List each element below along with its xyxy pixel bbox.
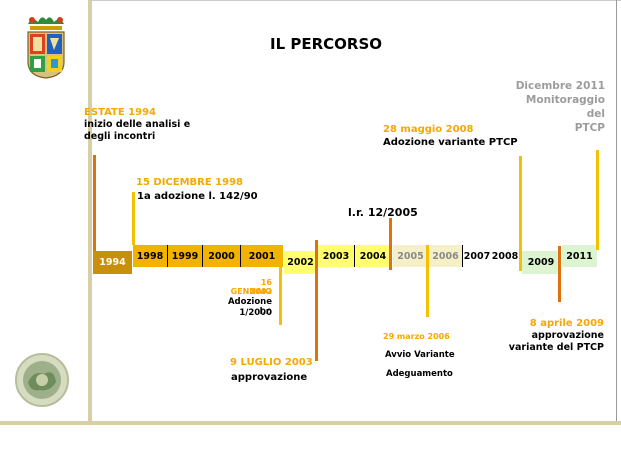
bottom-area	[0, 425, 621, 457]
year-cell-2003: 2003	[318, 245, 355, 267]
bottom-divider-line	[0, 421, 621, 425]
event-2006-date: 29 marzo 2006	[383, 332, 450, 341]
marker-line-1994	[93, 155, 96, 251]
event-1998-date: 15 DICEMBRE 1998	[136, 177, 244, 188]
year-cell-1998: 1998	[133, 245, 168, 267]
event-1994-text-2: degli incontri	[84, 131, 156, 142]
event-1998-text: 1a adozione l. 142/90	[137, 191, 258, 202]
event-2003-text: approvazione	[231, 372, 308, 383]
event-2009-text-1: approvazione	[531, 330, 604, 341]
marker-line-2003	[315, 240, 318, 361]
year-cell-2007: 2007	[463, 245, 491, 267]
frame-top-border	[0, 0, 621, 1]
event-2011-line-2: Monitoraggio	[525, 94, 605, 106]
year-cell-2006: 2006	[429, 245, 463, 267]
event-2009-text-2: variante del PTCP	[508, 342, 604, 353]
event-2005-text: l.r. 12/2005	[348, 206, 418, 219]
event-1994-text-1: inizio delle analisi e	[84, 119, 191, 130]
event-2008-date: 28 maggio 2008	[383, 124, 474, 135]
year-cell-2009: 2009	[522, 251, 560, 274]
year-cell-2002: 2002	[284, 251, 317, 274]
event-2011-line-1: Dicembre 2011	[515, 80, 605, 92]
event-2002-date-1: 16 GENNAIO	[230, 278, 272, 297]
event-2011-line-3: del	[586, 108, 605, 120]
event-2008-text: Adozione variante PTCP	[383, 137, 518, 148]
marker-line-2006	[426, 245, 429, 317]
year-cell-2011: 2011	[562, 245, 597, 267]
event-2011-line-4: PTCP	[574, 122, 605, 134]
event-1994-date: ESTATE 1994	[84, 107, 157, 118]
frame-right-border	[616, 0, 617, 457]
marker-line-2008	[519, 156, 522, 271]
year-cell-2000: 2000	[203, 245, 241, 267]
year-cell-2008: 2008	[491, 245, 519, 267]
coat-of-arms-icon	[27, 17, 65, 79]
year-cell-2001: 2001	[241, 245, 283, 267]
year-cell-2004: 2004	[355, 245, 391, 267]
round-seal-icon	[15, 353, 69, 407]
event-2006-text-1: Avvio Variante	[385, 350, 455, 360]
marker-line-1998	[132, 192, 135, 245]
year-cell-2005: 2005	[393, 245, 429, 267]
page-title: IL PERCORSO	[270, 35, 383, 53]
left-divider-line	[88, 0, 92, 425]
event-2002-text-2: 1/2000	[239, 308, 272, 318]
marker-line-2002	[279, 267, 282, 325]
event-2002-date-2: 2002	[249, 287, 272, 296]
event-2006-text-2: Adeguamento	[386, 369, 453, 379]
marker-line-2005	[389, 218, 392, 270]
event-2003-date: 9 LUGLIO 2003	[230, 357, 313, 368]
event-2009-date: 8 aprile 2009	[529, 318, 604, 329]
year-cell-1999: 1999	[168, 245, 203, 267]
event-2002-text-1: Adozione l.r.	[227, 297, 272, 317]
year-cell-1994: 1994	[93, 251, 132, 274]
marker-line-2009	[558, 246, 561, 302]
marker-line-2011	[596, 150, 599, 250]
